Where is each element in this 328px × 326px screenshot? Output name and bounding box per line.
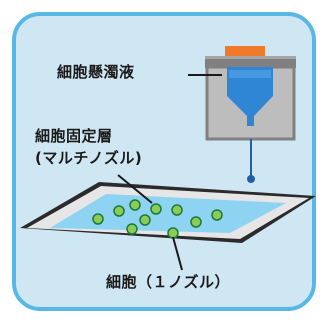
label-cell-suspension: 細胞懸濁液 <box>57 63 135 81</box>
cells <box>92 199 223 239</box>
cell-icon <box>92 213 104 225</box>
droplet-icon <box>247 139 255 183</box>
label-fixed-layer: 細胞固定層 <box>35 127 113 145</box>
cell-icon <box>126 223 138 235</box>
cell-icon <box>171 204 183 216</box>
label-fixed-layer-multinozzle: (マルチノズル) <box>35 149 143 167</box>
cell-icon <box>190 216 202 228</box>
leader-single-cell <box>172 236 183 271</box>
cell-icon <box>113 205 125 217</box>
cell-icon <box>139 214 151 226</box>
cell-plate <box>20 182 316 243</box>
leader-fixed-layer <box>117 174 153 204</box>
label-single-cell: 細胞（１ノズル） <box>106 273 231 291</box>
cell-icon <box>129 199 141 211</box>
cell-icon <box>167 227 179 239</box>
cell-icon <box>150 203 162 215</box>
dispenser-icon <box>205 46 296 141</box>
cell-icon <box>211 209 223 221</box>
